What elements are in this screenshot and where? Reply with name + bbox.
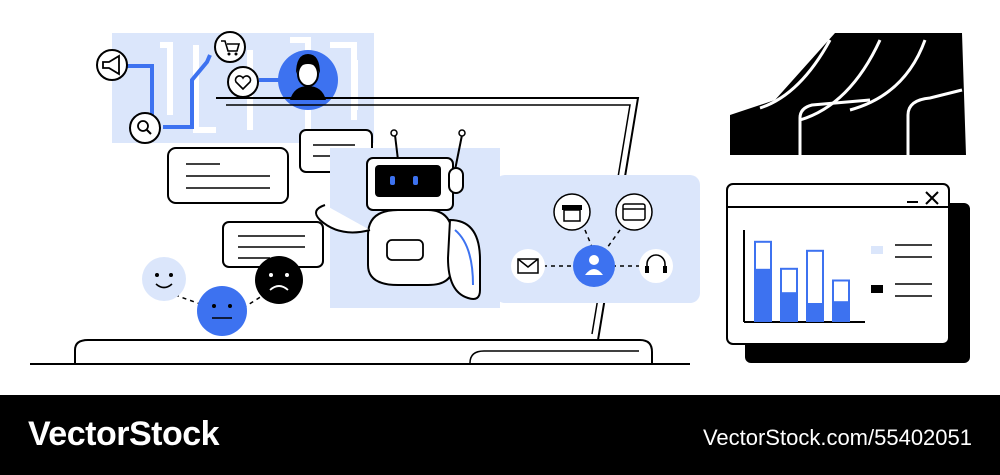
chart-legend: [871, 244, 932, 297]
sad-face-icon: [255, 256, 303, 304]
speech-bubble: [167, 147, 289, 204]
chart-bar-fill: [781, 292, 797, 321]
brand-logo: VectorStock: [28, 415, 220, 453]
bar-chart: [743, 230, 865, 323]
illustration-canvas: [30, 31, 970, 365]
heart-icon: [227, 66, 259, 98]
shopping-cart-icon: [214, 31, 246, 63]
neutral-face-icon: [197, 286, 247, 336]
speech-bubble: [222, 221, 324, 268]
happy-face-icon: [142, 257, 186, 301]
watermark-footer: VectorStock VectorStock.com/55402051: [0, 395, 1000, 475]
robot-icon: [315, 129, 481, 300]
envelope-icon: [511, 249, 545, 283]
woman-avatar-icon: [278, 50, 338, 110]
browser-card-icon: [615, 193, 653, 231]
search-icon: [129, 112, 161, 144]
chart-bar-fill: [807, 303, 823, 321]
megaphone-icon: [96, 49, 128, 81]
chart-bar-fill: [755, 268, 771, 321]
abstract-shape: [730, 33, 966, 155]
headset-icon: [639, 249, 673, 283]
close-icon: [925, 191, 939, 205]
user-icon: [573, 245, 615, 287]
store-icon: [553, 193, 591, 231]
stock-id-label: VectorStock.com/55402051: [702, 425, 972, 450]
chart-bar-fill: [833, 301, 849, 321]
legend-swatch-light: [871, 246, 883, 254]
legend-swatch-dark: [871, 285, 883, 293]
